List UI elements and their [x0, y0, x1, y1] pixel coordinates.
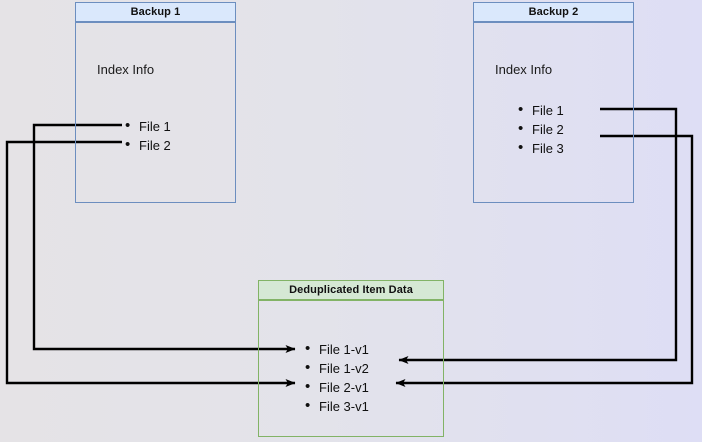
backup-2-body: [473, 22, 634, 203]
list-item[interactable]: File 1-v2: [305, 358, 369, 378]
backup-2-title: Backup 2: [473, 2, 634, 22]
backup-1-index-info-label: Index Info: [97, 62, 155, 77]
list-item[interactable]: File 3: [518, 138, 564, 158]
backup-1-title: Backup 1: [75, 2, 236, 22]
list-item[interactable]: File 1: [125, 116, 171, 136]
backup-2-box[interactable]: Backup 2 Index Info File 1 File 2 File 3: [473, 2, 634, 203]
list-item[interactable]: File 2: [518, 119, 564, 139]
backup-1-box[interactable]: Backup 1 Index Info File 1 File 2: [75, 2, 236, 203]
list-item[interactable]: File 1: [518, 100, 564, 120]
backup-1-body: [75, 22, 236, 203]
deduplicated-file-list: File 1-v1 File 1-v2 File 2-v1 File 3-v1: [305, 339, 369, 416]
list-item[interactable]: File 1-v1: [305, 339, 369, 359]
deduplicated-item-data-body: [258, 300, 444, 437]
deduplicated-item-data-title: Deduplicated Item Data: [258, 280, 444, 300]
deduplicated-item-data-box[interactable]: Deduplicated Item Data File 1-v1 File 1-…: [258, 280, 444, 437]
backup-2-file-list: File 1 File 2 File 3: [518, 100, 564, 158]
backup-1-file-list: File 1 File 2: [125, 116, 171, 155]
list-item[interactable]: File 3-v1: [305, 396, 369, 416]
backup-2-index-info-label: Index Info: [495, 62, 553, 77]
list-item[interactable]: File 2-v1: [305, 377, 369, 397]
list-item[interactable]: File 2: [125, 135, 171, 155]
